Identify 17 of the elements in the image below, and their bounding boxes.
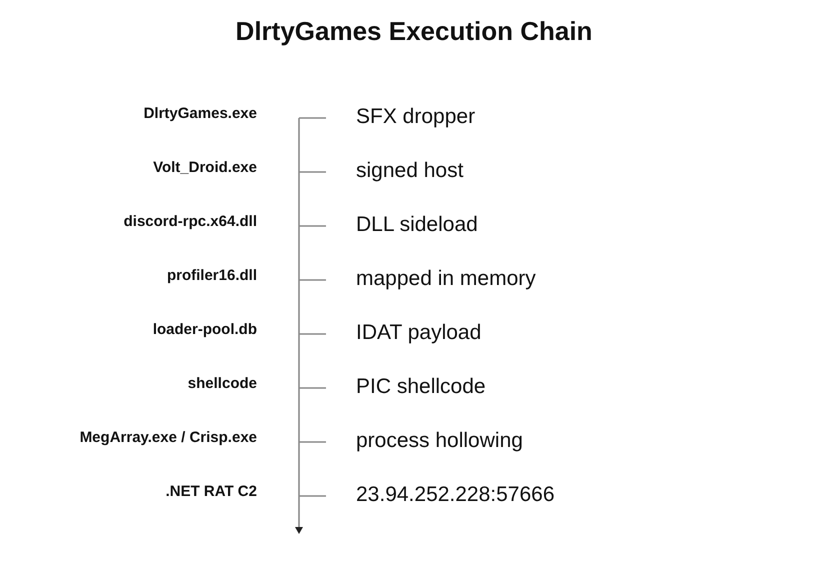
file-name-label: profiler16.dll [166, 266, 257, 286]
stage-description: process hollowing [356, 428, 523, 454]
stage-description: SFX dropper [356, 104, 476, 130]
diagram-title: DlrtyGames Execution Chain [234, 15, 594, 47]
stage-description: 23.94.252.228:57666 [356, 482, 555, 508]
file-name-label: Volt_Droid.exe [153, 158, 257, 178]
stage-description: DLL sideload [356, 212, 478, 238]
stage-description: IDAT payload [356, 320, 482, 346]
file-name-label: .NET RAT C2 [166, 482, 257, 502]
file-name-label: loader-pool.db [152, 320, 257, 340]
file-name-label: discord-rpc.x64.dll [124, 212, 257, 232]
file-name-label: DlrtyGames.exe [144, 104, 257, 124]
file-name-label: shellcode [188, 374, 257, 394]
file-name-label: MegArray.exe / Crisp.exe [80, 428, 257, 448]
stage-description: signed host [356, 158, 464, 184]
stage-description: PIC shellcode [356, 374, 486, 400]
stage-description: mapped in memory [356, 266, 536, 292]
